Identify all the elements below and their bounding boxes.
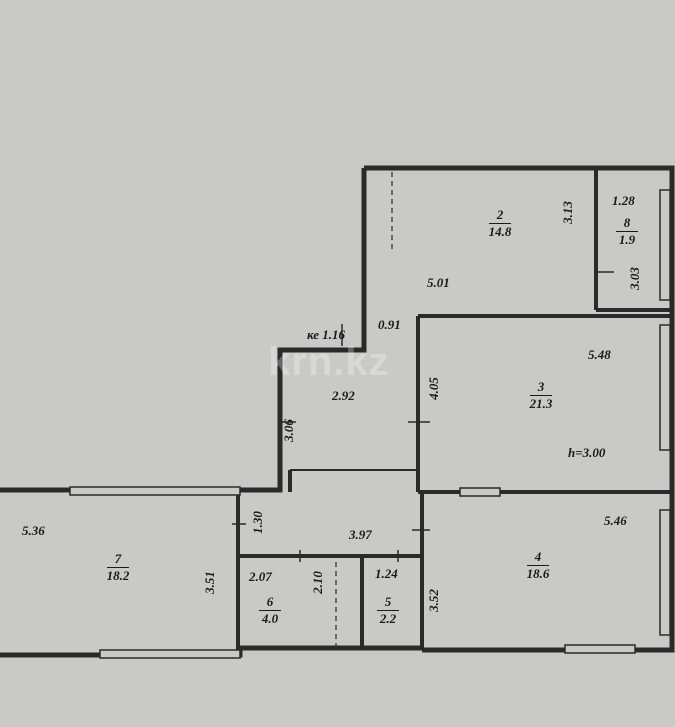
room-number: 7 bbox=[107, 552, 129, 568]
dim-label: 2.10 bbox=[309, 571, 325, 594]
dim-label: 3.03 bbox=[626, 267, 642, 290]
dim-label: 2.92 bbox=[332, 388, 355, 403]
dim-label: 1.24 bbox=[375, 566, 398, 581]
room-number: 5 bbox=[377, 595, 399, 611]
room-number: 2 bbox=[489, 208, 511, 224]
room-7-label: 7 18.2 bbox=[88, 552, 148, 582]
room-number: 6 bbox=[259, 595, 281, 611]
room-area: 2.2 bbox=[379, 610, 397, 626]
dim-label: 0.91 bbox=[378, 317, 401, 332]
room-number: 4 bbox=[527, 550, 549, 566]
dim-label: 2.07 bbox=[249, 569, 272, 584]
dim-label: ке 1.16 bbox=[307, 327, 345, 342]
ceiling-height: h=3.00 bbox=[568, 445, 606, 460]
tick-marks bbox=[232, 271, 614, 562]
room-5-label: 5 2.2 bbox=[358, 595, 418, 625]
dim-label: 5.48 bbox=[588, 347, 611, 362]
room-area: 14.8 bbox=[488, 223, 512, 239]
door-marks bbox=[335, 172, 393, 648]
dim-label: 3.97 bbox=[349, 527, 372, 542]
room-area: 21.3 bbox=[529, 395, 553, 411]
dim-label: 1.28 bbox=[612, 193, 635, 208]
room-6-label: 6 4.0 bbox=[240, 595, 300, 625]
dim-label: 3.13 bbox=[559, 201, 575, 224]
dim-label: 5.01 bbox=[427, 275, 450, 290]
watermark: krn.kz bbox=[268, 340, 390, 384]
dim-label: 4.05 bbox=[425, 377, 441, 400]
room-area: 18.2 bbox=[106, 567, 130, 583]
inner-walls bbox=[236, 170, 670, 655]
room-number: 8 bbox=[616, 216, 638, 232]
room-2-label: 2 14.8 bbox=[470, 208, 530, 238]
room-4-label: 4 18.6 bbox=[508, 550, 568, 580]
dim-label: 5.36 bbox=[22, 523, 45, 538]
dim-label: 3.52 bbox=[425, 589, 441, 612]
dim-label: 1.30 bbox=[249, 511, 265, 534]
room-8-label: 8 1.9 bbox=[597, 216, 657, 246]
room-number: 3 bbox=[530, 380, 552, 396]
room-area: 18.6 bbox=[526, 565, 550, 581]
dim-label: 3.51 bbox=[201, 571, 217, 594]
windows bbox=[69, 189, 671, 659]
dim-label: 5.46 bbox=[604, 513, 627, 528]
room-3-label: 3 21.3 bbox=[511, 380, 571, 410]
dim-label: 3.06 bbox=[280, 419, 296, 442]
room-area: 4.0 bbox=[261, 610, 279, 626]
room-area: 1.9 bbox=[618, 231, 636, 247]
